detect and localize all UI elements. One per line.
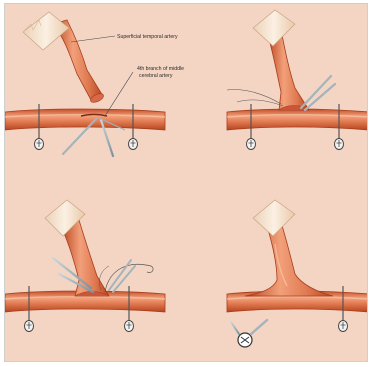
completed-anastomosis xyxy=(245,200,333,296)
label-sta-text: Superficial temporal artery xyxy=(117,34,178,40)
donor-sheath xyxy=(253,200,295,236)
donor-artery-sta xyxy=(253,10,309,110)
donor-sheath xyxy=(253,10,295,46)
suture-thread xyxy=(227,90,283,106)
panel-4 xyxy=(227,200,368,347)
label-mca-line1: 4th branch of middle xyxy=(137,66,184,72)
donor-sheath xyxy=(23,12,69,50)
suture-thread xyxy=(99,264,153,292)
label-mca-line2: cerebral artery xyxy=(139,73,173,79)
bypass-diagram: Superficial temporal artery 4th branch o… xyxy=(5,4,368,362)
panel-2 xyxy=(227,10,368,150)
illustration-frame: Superficial temporal artery 4th branch o… xyxy=(4,3,368,362)
clip-applier xyxy=(231,320,267,347)
recipient-artery xyxy=(227,109,368,130)
donor-artery-sta xyxy=(23,12,105,104)
label-mca: 4th branch of middle cerebral artery xyxy=(105,66,184,116)
panel-1: Superficial temporal artery 4th branch o… xyxy=(5,12,184,156)
label-sta: Superficial temporal artery xyxy=(71,34,178,42)
panel-3 xyxy=(5,200,165,332)
recipient-artery xyxy=(5,109,165,130)
